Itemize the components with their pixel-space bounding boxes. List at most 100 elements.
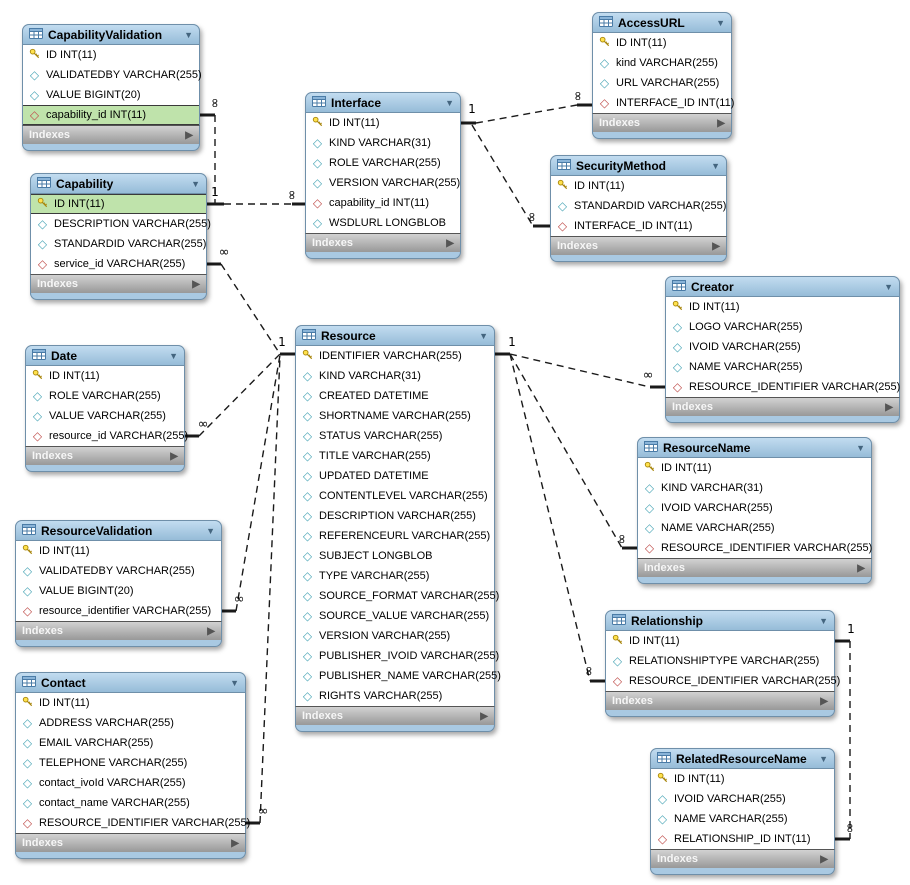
table-column-row[interactable]: ◇TITLE VARCHAR(255) [296,446,494,466]
table-column-row[interactable]: ID INT(11) [26,366,184,386]
indexes-bar[interactable]: Indexes▶ [15,833,246,852]
table-column-row[interactable]: ◇RELATIONSHIP_ID INT(11) [651,829,834,849]
indexes-bar[interactable]: Indexes▶ [592,113,732,132]
table-column-row[interactable]: ◇EMAIL VARCHAR(255) [16,733,245,753]
collapse-icon[interactable]: ▼ [856,442,865,453]
table-column-row[interactable]: ◇resource_id VARCHAR(255) [26,426,188,446]
expand-icon[interactable]: ▶ [712,240,720,252]
table-column-row[interactable]: ID INT(11) [16,541,221,561]
table-column-row[interactable]: ◇ADDRESS VARCHAR(255) [16,713,245,733]
table-column-row[interactable]: ◇LOGO VARCHAR(255) [666,317,899,337]
table-column-row[interactable]: ◇IVOID VARCHAR(255) [638,498,871,518]
collapse-icon[interactable]: ▼ [184,29,193,40]
table-column-row[interactable]: ◇CREATED DATETIME [296,386,494,406]
table-column-row[interactable]: ◇service_id VARCHAR(255) [31,254,206,274]
table-column-row[interactable]: ◇SUBJECT LONGBLOB [296,546,494,566]
indexes-bar[interactable]: Indexes▶ [605,691,835,710]
table-ResourceName[interactable]: ResourceName▼ID INT(11)◇KIND VARCHAR(31)… [637,437,872,584]
collapse-icon[interactable]: ▼ [206,525,215,536]
table-Resource[interactable]: Resource▼IDENTIFIER VARCHAR(255)◇KIND VA… [295,325,501,732]
table-column-row[interactable]: ◇TELEPHONE VARCHAR(255) [16,753,245,773]
table-column-row[interactable]: ◇TYPE VARCHAR(255) [296,566,494,586]
table-column-row[interactable]: ◇kind VARCHAR(255) [593,53,731,73]
table-header[interactable]: Interface▼ [305,92,461,113]
collapse-icon[interactable]: ▼ [716,17,725,28]
table-column-row[interactable]: ◇DESCRIPTION VARCHAR(255) [296,506,494,526]
table-column-row[interactable]: ID INT(11) [638,458,871,478]
table-column-row[interactable]: ◇SHORTNAME VARCHAR(255) [296,406,494,426]
table-column-row[interactable]: ◇RESOURCE_IDENTIFIER VARCHAR(255) [638,538,872,558]
table-ResourceValidation[interactable]: ResourceValidation▼ID INT(11)◇VALIDATEDB… [15,520,222,647]
expand-icon[interactable]: ▶ [185,129,193,141]
table-Interface[interactable]: Interface▼ID INT(11)◇KIND VARCHAR(31)◇RO… [305,92,461,259]
relationship-line[interactable]: ∞ [207,190,305,206]
table-column-row[interactable]: ◇NAME VARCHAR(255) [666,357,899,377]
indexes-bar[interactable]: Indexes▶ [295,706,495,725]
relationship-line[interactable]: ∞1 [207,245,295,356]
table-column-row[interactable]: ◇STANDARDID VARCHAR(255) [31,234,207,254]
table-column-row[interactable]: ◇IVOID VARCHAR(255) [651,789,834,809]
collapse-icon[interactable]: ▼ [819,615,828,626]
expand-icon[interactable]: ▶ [480,710,488,722]
table-AccessURL[interactable]: AccessURL▼ID INT(11)◇kind VARCHAR(255)◇U… [592,12,734,139]
table-RelatedResourceName[interactable]: RelatedResourceName▼ID INT(11)◇IVOID VAR… [650,748,835,875]
table-Creator[interactable]: Creator▼ID INT(11)◇LOGO VARCHAR(255)◇IVO… [665,276,900,423]
table-Relationship[interactable]: Relationship▼ID INT(11)◇RELATIONSHIPTYPE… [605,610,840,717]
expand-icon[interactable]: ▶ [446,237,454,249]
collapse-icon[interactable]: ▼ [711,160,720,171]
table-column-row[interactable]: ◇PUBLISHER_IVOID VARCHAR(255) [296,646,499,666]
table-column-row[interactable]: ◇VALIDATEDBY VARCHAR(255) [23,65,202,85]
table-column-row[interactable]: ◇VERSION VARCHAR(255) [306,173,460,193]
table-header[interactable]: Contact▼ [15,672,246,693]
table-column-row[interactable]: ◇RIGHTS VARCHAR(255) [296,686,494,706]
table-column-row[interactable]: ID INT(11) [551,176,726,196]
table-column-row[interactable]: ◇VALIDATEDBY VARCHAR(255) [16,561,221,581]
collapse-icon[interactable]: ▼ [191,178,200,189]
collapse-icon[interactable]: ▼ [479,330,488,341]
expand-icon[interactable]: ▶ [207,625,215,637]
table-header[interactable]: ResourceName▼ [637,437,872,458]
indexes-bar[interactable]: Indexes▶ [25,446,185,465]
relationship-line[interactable]: 1∞ [835,622,857,841]
relationship-line[interactable]: 1∞ [495,335,665,389]
table-column-row[interactable]: ◇RESOURCE_IDENTIFIER VARCHAR(255) [606,671,840,691]
table-header[interactable]: ResourceValidation▼ [15,520,222,541]
relationship-line[interactable]: ∞ [246,355,281,825]
table-column-row[interactable]: ◇STATUS VARCHAR(255) [296,426,494,446]
table-column-row[interactable]: ◇RESOURCE_IDENTIFIER VARCHAR(255) [666,377,900,397]
table-column-row[interactable]: ◇KIND VARCHAR(31) [306,133,460,153]
relationship-line[interactable]: ∞ [185,353,281,438]
indexes-bar[interactable]: Indexes▶ [665,397,900,416]
table-column-row[interactable]: ID INT(11) [593,33,731,53]
table-column-row[interactable]: ID INT(11) [651,769,834,789]
table-column-row[interactable]: ◇DESCRIPTION VARCHAR(255) [31,214,211,234]
collapse-icon[interactable]: ▼ [445,97,454,108]
table-header[interactable]: CapabilityValidation▼ [22,24,200,45]
relationship-line[interactable]: ∞ [471,124,550,228]
table-column-row[interactable]: ID INT(11) [606,631,834,651]
expand-icon[interactable]: ▶ [820,853,828,865]
table-column-row[interactable]: ◇VALUE BIGINT(20) [16,581,221,601]
table-column-row[interactable]: ◇capability_id INT(11) [306,193,460,213]
table-column-row[interactable]: ◇KIND VARCHAR(31) [638,478,871,498]
collapse-icon[interactable]: ▼ [819,753,828,764]
table-column-row[interactable]: ID INT(11) [306,113,460,133]
indexes-bar[interactable]: Indexes▶ [550,236,727,255]
table-column-row[interactable]: ◇VALUE VARCHAR(255) [26,406,184,426]
table-column-row[interactable]: ◇ROLE VARCHAR(255) [306,153,460,173]
collapse-icon[interactable]: ▼ [169,350,178,361]
expand-icon[interactable]: ▶ [231,837,239,849]
table-column-row[interactable]: ◇UPDATED DATETIME [296,466,494,486]
expand-icon[interactable]: ▶ [885,401,893,413]
relationship-line[interactable]: ∞ [509,353,637,550]
table-CapabilityValidation[interactable]: CapabilityValidation▼ID INT(11)◇VALIDATE… [22,24,202,151]
table-header[interactable]: SecurityMethod▼ [550,155,727,176]
indexes-bar[interactable]: Indexes▶ [305,233,461,252]
collapse-icon[interactable]: ▼ [230,677,239,688]
expand-icon[interactable]: ▶ [170,450,178,462]
table-column-row[interactable]: ◇CONTENTLEVEL VARCHAR(255) [296,486,494,506]
table-column-row[interactable]: ◇PUBLISHER_NAME VARCHAR(255) [296,666,501,686]
table-column-row[interactable]: ◇VALUE BIGINT(20) [23,85,199,105]
collapse-icon[interactable]: ▼ [884,281,893,292]
table-column-row[interactable]: ◇NAME VARCHAR(255) [638,518,871,538]
